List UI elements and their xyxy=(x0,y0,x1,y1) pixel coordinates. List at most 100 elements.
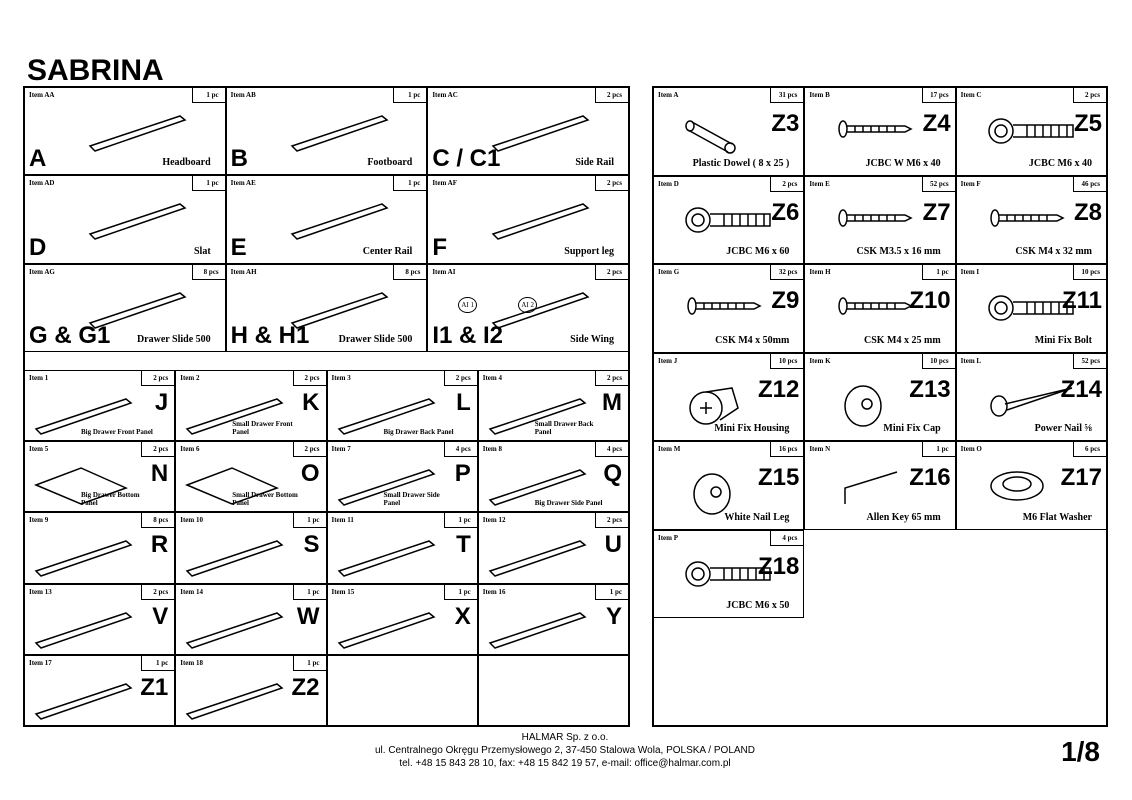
item-label: Item G xyxy=(658,268,680,276)
quantity-label: 2 pcs xyxy=(595,513,628,529)
plank-illustration xyxy=(31,531,141,582)
part-name: JCBC M6 x 50 xyxy=(726,600,790,611)
item-label: Item 14 xyxy=(180,587,203,596)
part-name: CSK M3.5 x 16 mm xyxy=(856,246,941,257)
quantity-label: 4 pcs xyxy=(443,442,477,458)
item-label: Item J xyxy=(658,356,678,365)
item-label: Item I xyxy=(960,268,980,276)
quantity-label: 2 pcs xyxy=(141,584,175,600)
part-letter: X xyxy=(454,602,471,630)
part-name: Headboard xyxy=(162,157,211,169)
part-letter: J xyxy=(154,389,169,416)
part-letter: G & G1 xyxy=(29,322,111,349)
part-name: Mini Fix Housing xyxy=(714,423,790,434)
part-letter: Z7 xyxy=(922,198,951,226)
part-name: CSK M4 x 50mm xyxy=(715,334,790,346)
item-label: Item E xyxy=(809,179,830,188)
item-label: Item 9 xyxy=(29,516,49,525)
part-name: Center Rail xyxy=(362,245,413,257)
footer-address: ul. Centralnego Okręgu Przemysłowego 2, … xyxy=(374,745,755,756)
footer-company: HALMAR Sp. z o.o. xyxy=(521,732,609,743)
plank-illustration xyxy=(485,389,595,440)
item-label: Item 8 xyxy=(482,445,502,454)
plank-illustration xyxy=(334,531,444,582)
page-number: 1/8 xyxy=(1061,736,1100,767)
part-name: Small Drawer Bottom Panel xyxy=(232,491,298,507)
sheet-illustration xyxy=(31,460,131,510)
item-label: Item 6 xyxy=(180,445,200,454)
item-label: Item C xyxy=(960,91,982,99)
plank-illustration xyxy=(182,603,292,654)
plank-illustration xyxy=(334,603,444,654)
plank-illustration xyxy=(287,194,397,249)
quantity-label: 4 pcs xyxy=(595,442,628,458)
quantity-label: 10 pcs xyxy=(1072,264,1106,280)
part-letter: O xyxy=(300,460,320,488)
part-name: JCBC M6 x 40 xyxy=(1028,157,1092,169)
quantity-label: 2 pcs xyxy=(595,176,629,192)
item-label: Item AG xyxy=(29,267,55,276)
part-name: Side Rail xyxy=(575,157,614,169)
part-letter: Z16 xyxy=(909,464,951,491)
part-name: JCBC M6 x 60 xyxy=(726,246,790,257)
quantity-label: 1 pc xyxy=(443,513,477,529)
bolt-illustration xyxy=(684,203,774,242)
item-label: Item 16 xyxy=(482,587,506,596)
screw-illustration xyxy=(835,291,915,326)
plank-illustration xyxy=(31,674,141,725)
part-name: Plastic Dowel ( 8 x 25 ) xyxy=(692,157,790,169)
quantity-label: 1 pc xyxy=(393,176,427,192)
quantity-label: 2 pcs xyxy=(141,442,175,458)
part-letter: W xyxy=(296,602,320,630)
plank-illustration xyxy=(31,603,141,654)
item-label: Item 2 xyxy=(180,374,200,382)
part-letter: H & H1 xyxy=(230,322,310,349)
part-letter: Z15 xyxy=(757,464,800,491)
part-letter: A xyxy=(29,145,47,173)
part-name: Big Drawer Side Panel xyxy=(534,498,603,507)
housing-illustration xyxy=(684,380,744,435)
item-label: Item A xyxy=(658,91,679,99)
item-label: Item D xyxy=(658,179,679,188)
item-label: Item AI xyxy=(432,267,456,276)
item-label: Item B xyxy=(809,91,830,99)
plank-illustration xyxy=(488,283,598,338)
plank-illustration xyxy=(334,389,444,440)
screw-illustration xyxy=(987,203,1067,238)
part-name: Big Drawer Bottom Panel xyxy=(81,491,140,507)
screw-illustration xyxy=(835,203,915,238)
quantity-label: 1 pc xyxy=(595,584,628,600)
quantity-label: 2 pcs xyxy=(595,88,629,103)
quantity-label: 1 pc xyxy=(191,88,225,103)
screw-illustration xyxy=(835,114,915,149)
quantity-label: 16 pcs xyxy=(770,441,804,457)
part-letter: Z4 xyxy=(922,110,951,137)
part-name: Small Drawer Front Panel xyxy=(232,419,293,436)
bolt-illustration xyxy=(987,114,1077,153)
plank-illustration xyxy=(287,283,397,338)
part-name: Drawer Slide 500 xyxy=(338,334,413,345)
item-label: Item AB xyxy=(230,91,256,99)
quantity-label: 4 pcs xyxy=(770,530,804,546)
part-letter: Z2 xyxy=(291,673,320,701)
part-name: Small Drawer Side Panel xyxy=(383,491,440,507)
bolt-illustration xyxy=(987,291,1077,330)
part-name: Slat xyxy=(193,245,211,257)
